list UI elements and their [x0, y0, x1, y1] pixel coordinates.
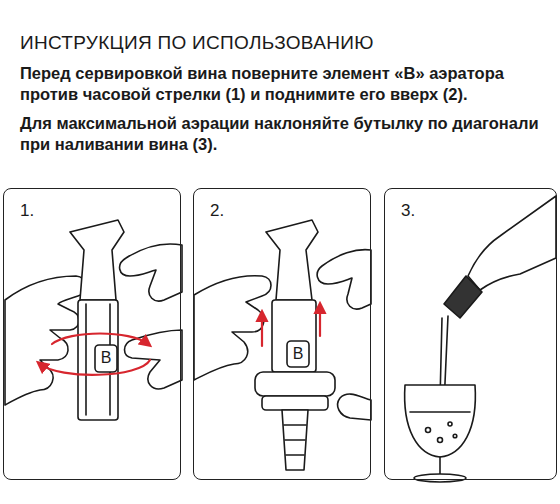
step-panel: 1.	[3, 188, 181, 480]
part-label: B	[101, 348, 112, 369]
part-label: B	[293, 344, 304, 365]
step-number: 1.	[20, 201, 34, 221]
step-panel: 2.	[193, 188, 371, 480]
instruction-text: Для максимальной аэрации наклоняйте буты…	[20, 113, 550, 156]
step-number: 3.	[401, 201, 415, 221]
step-number: 2.	[210, 201, 224, 221]
step-panel: 3.	[384, 188, 557, 480]
title: ИНСТРУКЦИЯ ПО ИСПОЛЬЗОВАНИЮ	[20, 32, 374, 54]
instruction-text: Перед сервировкой вина поверните элемент…	[20, 63, 550, 106]
